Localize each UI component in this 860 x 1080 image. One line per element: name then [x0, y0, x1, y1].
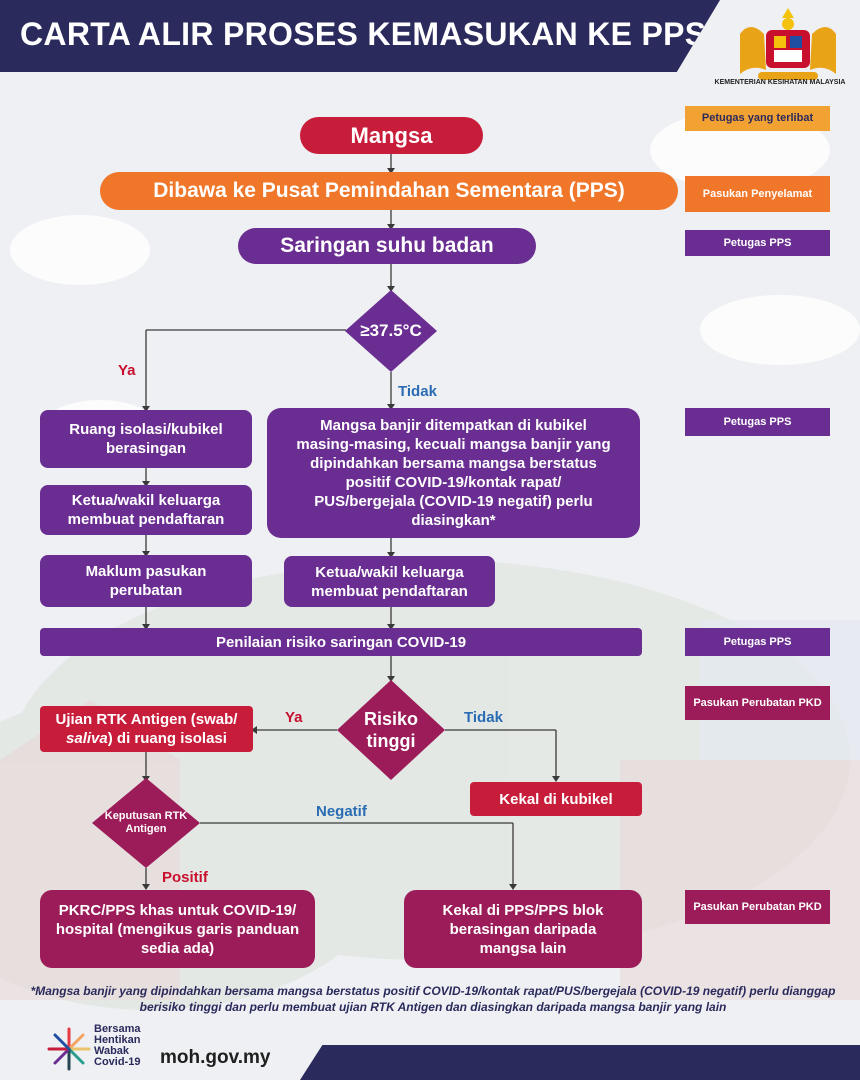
decision-diamond-result — [92, 778, 200, 868]
decision-risiko-tinggi: Risiko tinggi — [363, 709, 419, 751]
header-banner: CARTA ALIR PROSES KEMASUKAN KE PPS — [0, 0, 720, 72]
label-tidak-temperature: Tidak — [398, 383, 437, 400]
step-kekal-pps-blok: Kekal di PPS/PPS blok berasingan daripad… — [404, 890, 642, 968]
step-dibawa-pps: Dibawa ke Pusat Pemindahan Sementara (PP… — [100, 172, 678, 210]
step-ketua-pendaftaran-right: Ketua/wakil keluarga membuat pendaftaran — [284, 556, 495, 607]
ujian-text-post: ) di ruang isolasi — [107, 730, 227, 747]
step-penilaian-risiko: Penilaian risiko saringan COVID-19 — [40, 628, 642, 656]
step-saringan-suhu: Saringan suhu badan — [238, 228, 536, 264]
step-ruang-isolasi: Ruang isolasi/kubikel berasingan — [40, 410, 252, 468]
ujian-text-pre: Ujian RTK Antigen (swab/ — [55, 711, 238, 728]
officer-petugas-pps-2: Petugas PPS — [685, 408, 830, 436]
malaysia-crest-icon — [740, 8, 836, 80]
officer-pasukan-penyelamat: Pasukan Penyelamat — [685, 176, 830, 212]
campaign-text: Bersama Hentikan Wabak Covid-19 — [94, 1024, 140, 1068]
campaign-line-4: Covid-19 — [94, 1056, 141, 1068]
campaign-line-1: Bersama — [94, 1023, 141, 1035]
officers-header: Petugas yang terlibat — [685, 106, 830, 131]
label-tidak-risk: Tidak — [464, 709, 503, 726]
decision-keputusan-rtk: Keputusan RTK Antigen — [104, 810, 188, 835]
step-maklum-perubatan: Maklum pasukan perubatan — [40, 555, 252, 607]
page-title: CARTA ALIR PROSES KEMASUKAN KE PPS — [20, 16, 707, 52]
campaign-line-2: Hentikan — [94, 1034, 141, 1046]
footnote: *Mangsa banjir yang dipindahkan bersama … — [30, 984, 836, 1014]
start-node-mangsa: Mangsa — [300, 117, 483, 154]
label-negatif: Negatif — [316, 803, 367, 820]
decision-diamond-risk — [337, 680, 445, 780]
step-pkrc-hospital: PKRC/PPS khas untuk COVID-19/ hospital (… — [40, 890, 315, 968]
step-ketua-pendaftaran-left: Ketua/wakil keluarga membuat pendaftaran — [40, 485, 252, 535]
officer-petugas-pps-3: Petugas PPS — [685, 628, 830, 656]
label-ya-temperature: Ya — [118, 362, 136, 379]
officer-petugas-pps-1: Petugas PPS — [685, 230, 830, 256]
step-kekal-kubikel: Kekal di kubikel — [470, 782, 642, 816]
step-ujian-rtk: Ujian RTK Antigen (swab/saliva) di ruang… — [40, 706, 253, 752]
campaign-line-3: Wabak — [94, 1045, 130, 1057]
temperature-threshold: ≥37.5°C — [360, 321, 422, 340]
decision-diamond-temperature — [345, 290, 437, 372]
footer-bar — [300, 1045, 860, 1080]
ujian-text-italic: saliva — [66, 730, 108, 747]
step-mangsa-banjir-kubikel: Mangsa banjir ditempatkan di kubikel mas… — [267, 408, 640, 538]
officer-pasukan-perubatan-pkd-2: Pasukan Perubatan PKD — [685, 890, 830, 924]
covid-campaign-logo-icon — [47, 1027, 91, 1071]
website-link[interactable]: moh.gov.my — [160, 1047, 271, 1068]
label-positif: Positif — [162, 869, 208, 886]
officer-pasukan-perubatan-pkd-1: Pasukan Perubatan PKD — [685, 686, 830, 720]
ministry-name: KEMENTERIAN KESIHATAN MALAYSIA — [714, 79, 846, 86]
label-ya-risk: Ya — [285, 709, 303, 726]
